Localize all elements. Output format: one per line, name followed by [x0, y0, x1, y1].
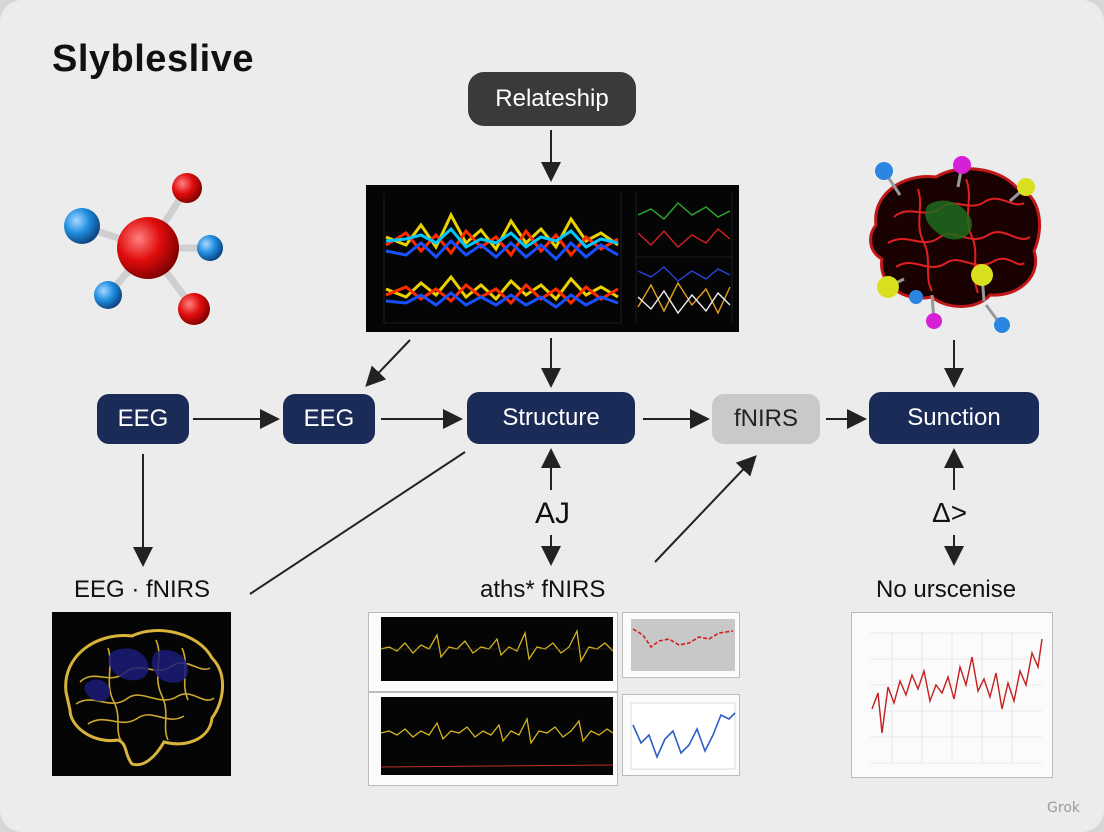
- arrow-chart-to-eeg: [365, 339, 411, 387]
- node-relateship: Relateship: [468, 72, 636, 126]
- label-eeg-fnirs: EEG · fNIRS: [74, 576, 211, 603]
- node-structure: Structure: [467, 392, 635, 444]
- response-chart-panel: [851, 612, 1053, 778]
- molecule-icon: [64, 173, 223, 325]
- fnirs-small-chart-1: [622, 612, 740, 678]
- response-chart-graphic: [870, 632, 1043, 764]
- brain-scan-icon: [64, 629, 225, 767]
- label-no-urscenise: No urscenise: [876, 576, 1017, 603]
- eeg-timeseries-panel-2: [368, 692, 618, 786]
- small-chart-graphic-1: [631, 619, 735, 671]
- label-aj: AJ: [535, 497, 571, 530]
- timeseries-graphic-2: [380, 697, 614, 775]
- node-eeg-left: EEG: [97, 394, 189, 444]
- label-aths-fnirs: aths* fNIRS: [480, 576, 606, 603]
- spectrogram-panel: [366, 185, 739, 332]
- brain-network-icon: [869, 156, 1041, 333]
- node-eeg-mid: EEG: [283, 394, 375, 444]
- node-sunction: Sunction: [869, 392, 1039, 444]
- eeg-timeseries-panel-1: [368, 612, 618, 692]
- timeseries-graphic-1: [380, 617, 614, 681]
- small-chart-graphic-2: [630, 702, 736, 770]
- fnirs-small-chart-2: [622, 694, 740, 776]
- spectrogram-graphic: [383, 193, 733, 324]
- arrow-aths-to-fnirs: [654, 455, 757, 563]
- connector-eegfnirs-to-structure: [249, 451, 466, 595]
- node-fnirs: fNIRS: [712, 394, 820, 444]
- watermark-text: Grok: [1047, 800, 1080, 816]
- label-delta: Δ>: [932, 497, 968, 528]
- brain-scan-panel: [52, 612, 231, 776]
- page-title: Slybleslive: [52, 38, 254, 80]
